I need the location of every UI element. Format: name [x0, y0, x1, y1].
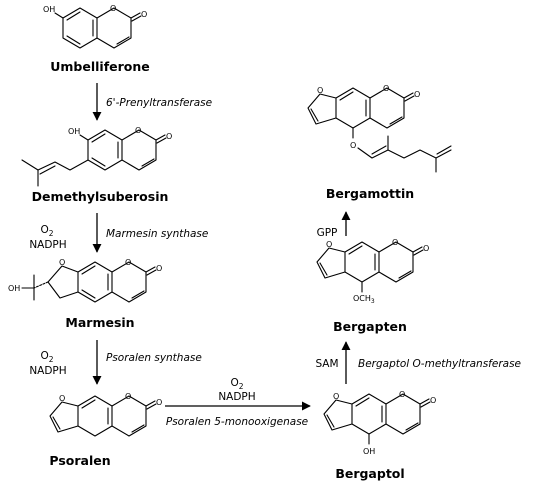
enzyme-psoralen-synthase: Psoralen synthase — [106, 352, 202, 364]
marmesin-ring-o-label: O — [125, 258, 131, 267]
bergamottin-furan-o-label: O — [317, 86, 323, 95]
bergapten-carbonyl-o-label: O — [423, 244, 429, 253]
cofactor-nadph: NADPH — [29, 239, 66, 251]
demethylsuberosin-ring-o-label: O — [135, 126, 141, 135]
bergapten-furan-o-label: O — [326, 240, 332, 249]
demethylsuberosin-label: Demethylsuberosin — [32, 189, 169, 204]
marmesin-furan-o-label: O — [59, 258, 65, 267]
bergamottin-ring-o-label: O — [383, 84, 389, 93]
enzyme-bergaptol-o-methyltransferase: Bergaptol O-methyltransferase — [358, 358, 521, 370]
umbelliferone-structure: OH O O — [43, 4, 147, 49]
bergapten-ring-o-label: O — [392, 238, 398, 247]
marmesin-label: Marmesin — [65, 315, 134, 330]
marmesin-structure: OH O O O — [8, 258, 162, 303]
cofactor-gpp: GPP — [317, 227, 338, 239]
enzyme-psoralen-5-monooxygenase: Psoralen 5-monooxigenase — [166, 416, 308, 428]
bergamottin-carbonyl-o-label: O — [414, 90, 420, 99]
enzyme-marmesin-synthase: Marmesin synthase — [106, 228, 208, 240]
bergapten-label: Bergapten — [333, 319, 407, 334]
psoralen-label: Psoralen — [49, 453, 110, 468]
umbelliferone-carbonyl-o-label: O — [141, 10, 147, 19]
cofactor-o2: O2 — [40, 350, 53, 364]
cofactors-marmesin-step: O2 NADPH — [29, 224, 66, 251]
bergamottin-label: Bergamottin — [326, 186, 414, 201]
psoralen-ring-o-label: O — [125, 392, 131, 401]
marmesin-carbonyl-o-label: O — [156, 264, 162, 273]
bergamottin-ether-o-label: O — [350, 141, 356, 150]
marmesin-oh-label: OH — [8, 284, 20, 293]
bergaptol-carbonyl-o-label: O — [430, 396, 436, 405]
umbelliferone-ring-o-label: O — [110, 4, 116, 13]
bergapten-structure: OCH3 O O O — [316, 238, 429, 305]
cofactors-bergaptol-step: O2 NADPH — [218, 377, 255, 403]
demethylsuberosin-carbonyl-o-label: O — [166, 132, 172, 141]
psoralen-carbonyl-o-label: O — [156, 398, 162, 407]
bergapten-och3-label: OCH3 — [353, 294, 375, 305]
cofactor-o2: O2 — [40, 224, 53, 238]
bergamottin-structure: O O O O — [307, 84, 452, 173]
bergaptol-label: Bergaptol — [335, 466, 404, 481]
enzyme-prenyltransferase: 6'-Prenyltransferase — [106, 97, 212, 109]
cofactor-sam: SAM — [315, 358, 338, 370]
umbelliferone-label: Umbelliferone — [50, 59, 150, 74]
cofactor-o2: O2 — [230, 377, 243, 391]
psoralen-furan-o-label: O — [59, 394, 65, 403]
psoralen-structure: O O O — [49, 392, 162, 437]
umbelliferone-oh-label: OH — [43, 5, 55, 14]
cofactors-psoralen-step: O2 NADPH — [29, 350, 66, 377]
bergaptol-furan-o-label: O — [333, 392, 339, 401]
cofactor-nadph: NADPH — [29, 365, 66, 377]
demethylsuberosin-oh-label: OH — [68, 127, 80, 136]
demethylsuberosin-structure: OH O O — [21, 126, 172, 187]
cofactor-nadph: NADPH — [218, 391, 255, 403]
bergaptol-oh-label: OH — [363, 447, 375, 456]
bergaptol-structure: OH O O O — [323, 390, 436, 456]
bergaptol-ring-o-label: O — [399, 390, 405, 399]
